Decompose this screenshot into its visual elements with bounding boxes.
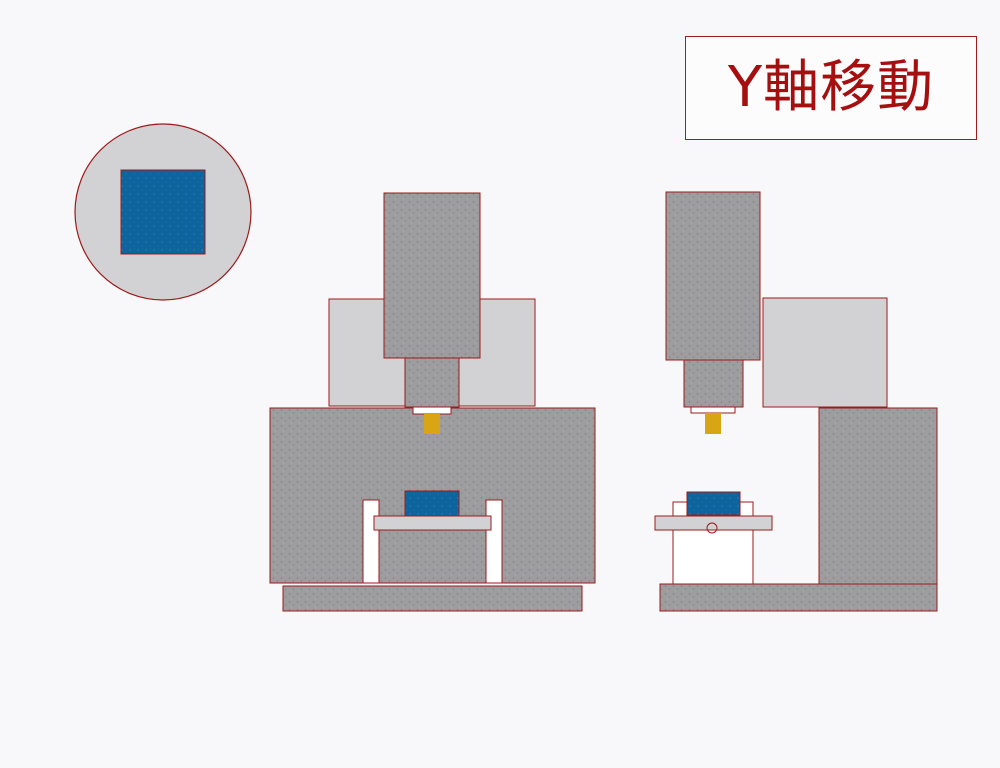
side-collet — [690, 406, 736, 414]
front-view — [269, 192, 596, 612]
side-table-support — [672, 529, 754, 585]
side-view — [654, 191, 938, 612]
side-tool — [705, 413, 721, 434]
workpiece-closeup-icon — [74, 123, 252, 301]
front-collet — [412, 406, 452, 415]
front-spindle-head — [383, 192, 481, 359]
front-spindle-nose — [404, 357, 460, 408]
side-carriage — [762, 297, 888, 408]
front-workpiece — [404, 490, 460, 517]
side-pivot-marker — [706, 522, 718, 534]
front-table — [373, 515, 492, 531]
side-spindle-head — [665, 191, 761, 361]
front-tool — [424, 414, 440, 434]
side-workpiece — [686, 491, 741, 516]
closeup-workpiece — [120, 169, 206, 255]
front-slot-left — [362, 499, 380, 584]
title-box: Y軸移動 — [685, 36, 977, 140]
side-column — [818, 407, 938, 585]
page-title: Y軸移動 — [727, 55, 935, 120]
side-base — [659, 583, 938, 612]
front-slot-right — [485, 499, 503, 584]
side-spindle-nose — [683, 359, 744, 408]
front-base — [282, 585, 583, 612]
